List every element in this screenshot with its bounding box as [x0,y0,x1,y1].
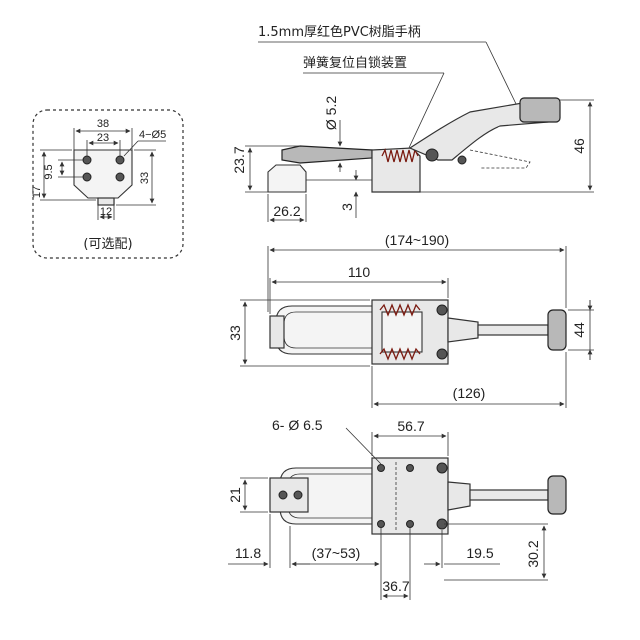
bottom-dim-56-7: 56.7 [397,418,424,434]
plate-dim-38: 38 [97,118,109,130]
bottom-dim-37-53: (37~53) [312,545,361,561]
bottom-hole [406,520,414,528]
top-view: (174~190) 110 33 44 (126) [227,232,594,408]
side-pivot [425,148,439,162]
bottom-hole [293,490,303,500]
top-spring [379,347,421,361]
spring-note: 弹簧复位自锁装置 [303,55,407,71]
optional-plate-panel: 38 23 4−Ø5 9.5 17 33 12 (可选配) [31,109,184,259]
side-dim-5-2: Ø 5.2 [323,96,339,130]
side-handle-grip [519,97,561,123]
top-handle-grip [547,309,567,351]
top-dim-110: 110 [348,264,371,280]
plate-dim-9-5: 9.5 [43,164,55,179]
side-pivot [457,155,467,165]
bottom-handle [447,481,471,511]
plate-dim-33: 33 [139,172,151,184]
side-dim-46: 46 [571,138,587,154]
bottom-hole [377,520,385,528]
bottom-dim-holes: 6- Ø 6.5 [272,417,323,433]
bottom-dim-21: 21 [227,487,243,503]
plate-hole [115,155,125,165]
top-dim-174-190: (174~190) [385,232,449,248]
side-view: 23.7 26.2 Ø 5.2 3 46 [231,96,594,223]
top-dim-126: (126) [453,385,486,401]
bottom-hole [278,490,288,500]
callouts: 1.5mm厚红色PVC树脂手柄 弹簧复位自锁装置 [258,24,519,151]
plate-dim-17: 17 [31,186,43,198]
plate-hole [115,172,125,182]
top-handle [447,317,479,343]
side-hook [281,145,373,164]
top-hook-plate [269,315,285,349]
side-dim-26-2: 26.2 [273,203,300,219]
optional-caption: (可选配) [83,237,132,252]
bottom-view: 6- Ø 6.5 56.7 21 11.8 (37~53) 19.5 36.7 … [227,417,567,600]
handle-note: 1.5mm厚红色PVC树脂手柄 [258,24,421,40]
top-dim-33: 33 [227,325,243,341]
bottom-dim-36-7: 36.7 [382,578,409,594]
bottom-hole [377,464,385,472]
plate-hole [82,172,92,182]
bottom-handle-grip [547,475,567,515]
plate-dim-23: 23 [97,132,109,144]
bottom-dim-19-5: 19.5 [466,545,493,561]
plate-dim-12: 12 [100,206,112,218]
side-dim-3: 3 [339,203,355,211]
side-spring [381,148,419,163]
side-body [371,147,421,193]
plate-dim-holes: 4−Ø5 [139,129,166,141]
bottom-hole [406,464,414,472]
top-dim-44: 44 [571,322,587,338]
bottom-dim-11-8: 11.8 [235,545,261,561]
side-base [267,164,307,193]
plate-hole [82,155,92,165]
bottom-dim-30-2: 30.2 [525,540,541,567]
side-dim-23-7: 23.7 [231,146,247,173]
top-spring [379,303,421,317]
